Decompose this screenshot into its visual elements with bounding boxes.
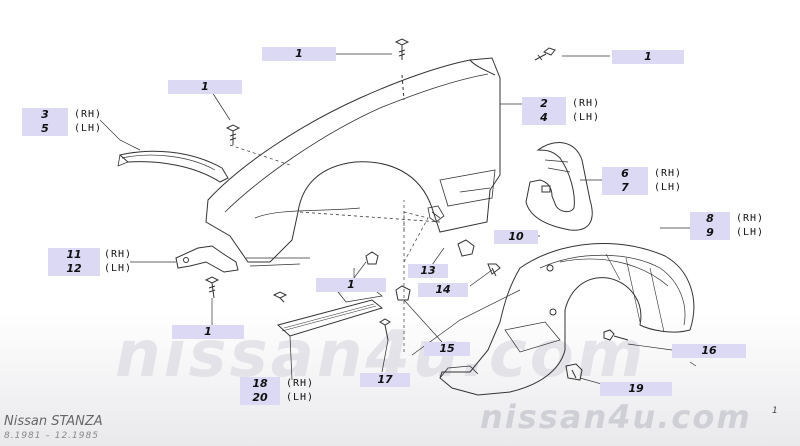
callout-12-side: (LH) (104, 263, 133, 274)
callout-17[interactable]: 17 (360, 373, 410, 387)
callout-8[interactable]: 8 (690, 212, 730, 226)
callout-2-side: (RH) (572, 98, 601, 109)
clip[interactable] (457, 239, 475, 257)
clip[interactable] (487, 263, 501, 277)
bolt[interactable] (225, 124, 241, 145)
callout-18-side: (RH) (286, 378, 315, 389)
bolt[interactable] (204, 276, 220, 299)
callout-9[interactable]: 9 (690, 226, 730, 240)
callout-3[interactable]: 3 (22, 108, 68, 122)
fender-protector[interactable] (439, 243, 695, 396)
clip[interactable] (395, 285, 411, 301)
clip[interactable] (365, 251, 379, 265)
bolt[interactable] (534, 47, 556, 61)
callout-10[interactable]: 10 (494, 230, 538, 244)
fender-trim-strip[interactable] (117, 150, 229, 183)
callout-7[interactable]: 7 (602, 181, 648, 195)
screw[interactable] (379, 318, 391, 341)
callout-16[interactable]: 16 (672, 344, 746, 358)
page-mark: 1 (772, 406, 778, 416)
callout-9-side: (LH) (736, 227, 765, 238)
callout-1[interactable]: 1 (612, 50, 684, 64)
callout-12[interactable]: 12 (48, 262, 100, 276)
front-bracket[interactable] (175, 245, 239, 273)
callout-8-side: (RH) (736, 213, 765, 224)
screw[interactable] (603, 329, 629, 341)
callout-5-side: (LH) (74, 123, 103, 134)
watermark-corner: nissan4u.com (480, 398, 752, 436)
callout-7-side: (LH) (654, 182, 683, 193)
clip[interactable] (427, 205, 445, 223)
callout-1[interactable]: 1 (316, 278, 386, 292)
callout-1[interactable]: 1 (172, 325, 244, 339)
callout-20-side: (LH) (286, 392, 315, 403)
callout-4-side: (LH) (572, 112, 601, 123)
callout-15[interactable]: 15 (424, 342, 470, 356)
callout-20[interactable]: 20 (240, 391, 280, 405)
callout-1[interactable]: 1 (262, 47, 336, 61)
callout-19[interactable]: 19 (600, 382, 672, 396)
mark (689, 361, 697, 367)
callout-3-side: (RH) (74, 109, 103, 120)
bolt[interactable] (394, 38, 410, 60)
callout-4[interactable]: 4 (522, 111, 566, 125)
callout-11-side: (RH) (104, 249, 133, 260)
mud-guard[interactable] (525, 142, 593, 231)
callout-5[interactable]: 5 (22, 122, 68, 136)
callout-14[interactable]: 14 (418, 283, 468, 297)
callout-2[interactable]: 2 (522, 97, 566, 111)
model-name: Nissan STANZA (4, 414, 103, 429)
callout-18[interactable]: 18 (240, 377, 280, 391)
callout-1[interactable]: 1 (168, 80, 242, 94)
production-years: 8.1981 – 12.1985 (4, 431, 99, 441)
bolt[interactable] (272, 291, 288, 303)
callout-6[interactable]: 6 (602, 167, 648, 181)
callout-6-side: (RH) (654, 168, 683, 179)
sill-strip[interactable] (276, 287, 384, 337)
callout-11[interactable]: 11 (48, 248, 100, 262)
front-fender[interactable] (205, 57, 501, 267)
callout-13[interactable]: 13 (408, 264, 448, 278)
clip[interactable] (565, 363, 583, 381)
